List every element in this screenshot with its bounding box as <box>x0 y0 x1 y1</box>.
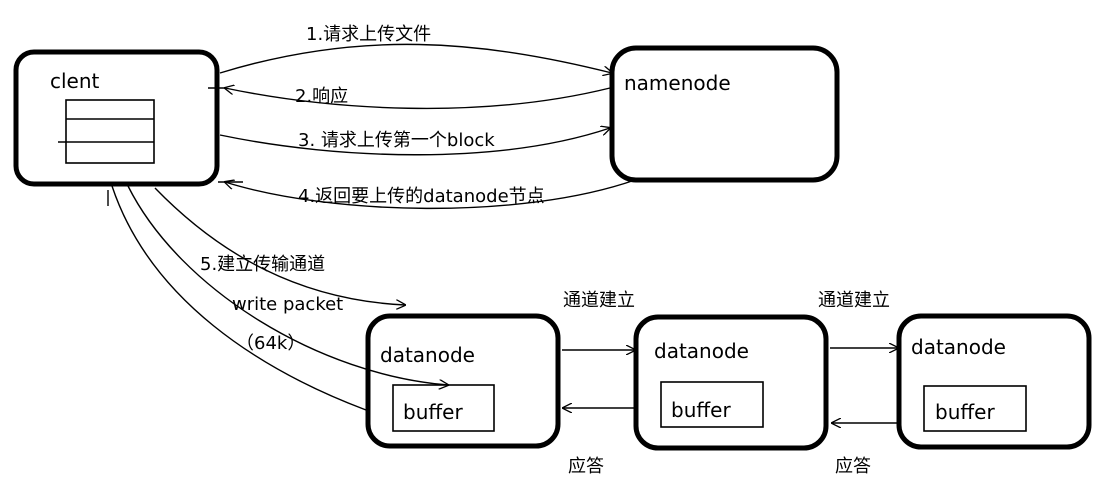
client-node: clent <box>13 49 220 187</box>
buffer-1 <box>392 384 495 432</box>
datanode-1-label: datanode <box>380 343 475 367</box>
buffer-3-label: buffer <box>935 400 995 424</box>
step-1-label: 1.请求上传文件 <box>306 24 431 45</box>
arrow-request-first-block <box>219 128 610 156</box>
namenode-node: namenode <box>609 45 840 183</box>
channel-established-2-label: 通道建立 <box>818 290 890 311</box>
arrow-build-pipeline <box>154 187 405 305</box>
buffer-3 <box>923 385 1027 432</box>
datanode-3: datanode buffer <box>896 313 1092 450</box>
arrow-return-datanodes <box>225 180 636 210</box>
step-5-label: 5.建立传输通道 <box>200 254 325 275</box>
arrow-response <box>225 88 611 110</box>
step-3-label: 3. 请求上传第一个block <box>298 130 495 151</box>
packet-size-label: （64k） <box>236 333 305 354</box>
channel-established-1-label: 通道建立 <box>563 290 635 311</box>
buffer-2 <box>660 381 764 428</box>
datanode-2: datanode buffer <box>633 314 829 451</box>
arrow-write-packet <box>127 185 448 385</box>
step-2-label: 2.响应 <box>295 86 348 107</box>
namenode-label: namenode <box>624 71 731 95</box>
datanode-2-label: datanode <box>654 339 749 363</box>
buffer-1-label: buffer <box>403 400 463 424</box>
write-packet-label: write packet <box>232 294 343 315</box>
buffer-2-label: buffer <box>671 398 731 422</box>
client-label: clent <box>50 69 100 93</box>
ack-2-label: 应答 <box>835 456 871 477</box>
datanode-3-label: datanode <box>911 335 1006 359</box>
client-to-datanode-curve <box>111 185 367 411</box>
datanode-1: datanode buffer <box>365 313 561 449</box>
client-file-grid <box>58 99 155 164</box>
arrow-request-upload-file <box>219 43 612 73</box>
step-4-label: 4.返回要上传的datanode节点 <box>298 186 545 207</box>
ack-1-label: 应答 <box>568 456 604 477</box>
